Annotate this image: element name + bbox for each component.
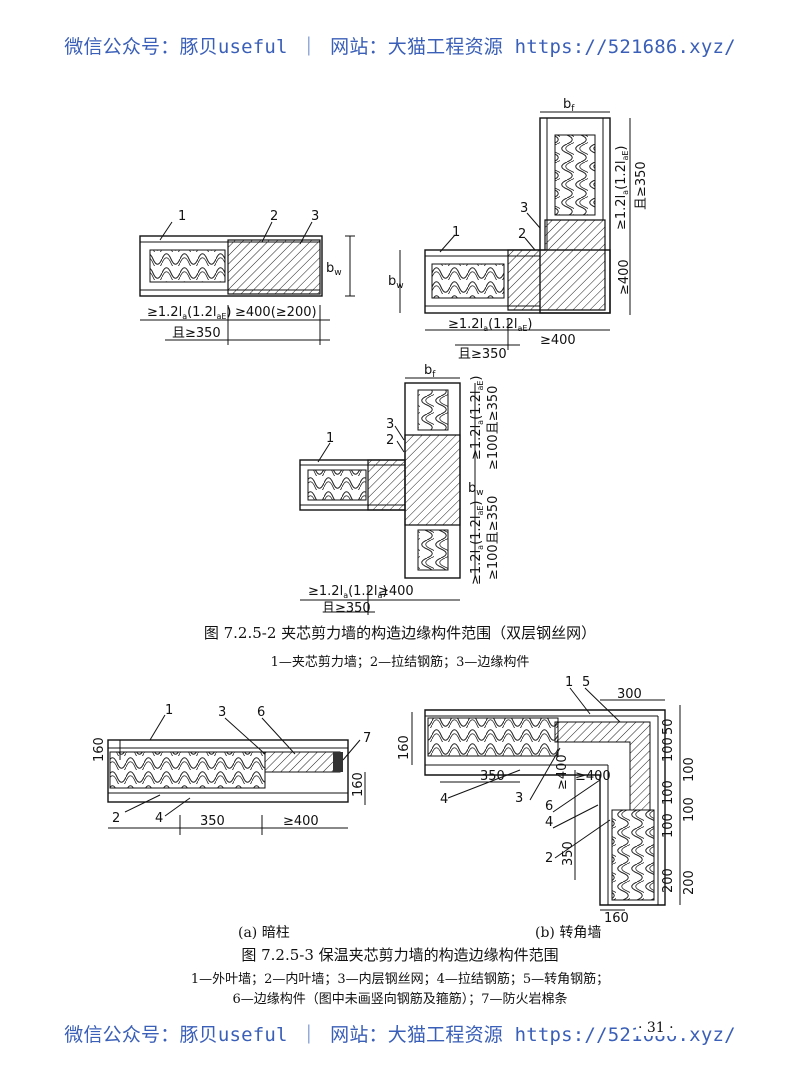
fig1b-dim-anchor: ≥1.2la(1.2laE) [448, 317, 533, 333]
fig1b-callout-2: 2 [518, 227, 526, 242]
fig2b-callout-2: 2 [545, 851, 553, 866]
fig1c-dim-bot-vert: ≥1.2la(1.2laE) [469, 501, 485, 586]
fig1b-dim-350-vert: 且≥350 [634, 161, 649, 210]
fig1-tee-drawing [299, 377, 476, 615]
watermark-top: 微信公众号：豚贝useful ｜ 网站：大猫工程资源 https://52168… [64, 36, 736, 58]
fig2b-dim-200a: 200 [682, 870, 697, 895]
fig1c-dim-bot-100: ≥100且≥350 [486, 496, 501, 580]
fig1c-dim-bf: bf [424, 363, 436, 380]
fig1a-dim-anchor: ≥1.2la(1.2laE) [147, 305, 232, 321]
fig2b-callout-6: 6 [545, 799, 553, 814]
fig1c-callout-1: 1 [326, 431, 334, 446]
fig1c-dim-anchor: ≥1.2la(1.2la) [308, 584, 387, 600]
fig2a-callout-2: 2 [112, 811, 120, 826]
fig2b-dim-160-bottom: 160 [604, 911, 629, 926]
figure2-panel-b-label: (b) 转角墙 [535, 925, 602, 941]
fig1b-dim-bf: bf [563, 97, 575, 114]
fig1c-dim-top-100: ≥100且≥350 [486, 386, 501, 470]
fig2b-dim-100c: 100 [661, 780, 676, 805]
page-number: · 31 · [636, 1020, 676, 1036]
figure2-legend-line2: 6—边缘构件（图中未画竖向钢筋及箍筋）；7—防火岩棉条 [232, 992, 568, 1007]
fig2b-dim-400a: ≥400 [555, 754, 570, 790]
fig2b-callout-4a: 4 [440, 792, 448, 807]
fig1c-dim-350: 且≥350 [322, 601, 371, 616]
fig1b-callout-3: 3 [520, 201, 528, 216]
fig2b-dim-350: 350 [480, 769, 505, 784]
fig1a-callout-2: 2 [270, 209, 278, 224]
fig2a-callout-6: 6 [257, 705, 265, 720]
fig2b-dim-400b: ≥400 [575, 769, 611, 784]
fig2b-callout-5: 5 [582, 675, 590, 690]
fig2b-dim-50: 50 [661, 718, 676, 735]
fig1a-callout-1: 1 [178, 209, 186, 224]
fig1-corner-drawing [399, 111, 631, 350]
fig2a-callout-7: 7 [363, 731, 371, 746]
fig1c-dim-bw: bw [468, 481, 484, 498]
figure2-legend-line1: 1—外叶墙；2—内叶墙；3—内层钢丝网；4—拉结钢筋；5—转角钢筋； [190, 972, 610, 987]
fig1b-callout-1: 1 [452, 225, 460, 240]
fig2b-callout-1: 1 [565, 675, 573, 690]
fig1a-dim-350: 且≥350 [172, 326, 221, 341]
figure2-caption: 图 7.2.5-3 保温夹芯剪力墙的构造边缘构件范围 [241, 946, 559, 964]
fig1b-dim-anchor-vert: ≥1.2la(1.2laE) [614, 146, 630, 231]
fig2b-corner-drawing [411, 687, 681, 911]
fig1c-callout-3: 3 [386, 417, 394, 432]
fig2a-callout-1: 1 [165, 703, 173, 718]
fig2b-dim-300: 300 [617, 687, 642, 702]
fig2b-callout-3: 3 [515, 791, 523, 806]
fig1a-callout-3: 3 [311, 209, 319, 224]
fig1b-dim-350: 且≥350 [458, 347, 507, 362]
figure1-caption: 图 7.2.5-2 夹芯剪力墙的构造边缘构件范围（双层钢丝网） [203, 624, 597, 642]
fig1b-dim-400: ≥400 [540, 333, 576, 348]
watermark-bottom: 微信公众号：豚贝useful ｜ 网站：大猫工程资源 https://52168… [64, 1024, 736, 1046]
fig2b-dim-100b: 100 [682, 757, 697, 782]
fig2a-dim-350: 350 [200, 814, 225, 829]
fig1c-callout-2: 2 [386, 433, 394, 448]
figure1-legend: 1—夹芯剪力墙；2—拉结钢筋；3—边缘构件 [270, 655, 530, 670]
fig1-wall-end-drawing [139, 221, 355, 345]
fig2a-callout-4: 4 [155, 811, 163, 826]
fig2a-column-drawing [107, 714, 366, 835]
fig2a-callout-3: 3 [218, 705, 226, 720]
fig1c-dim-400: ≥400 [378, 584, 414, 599]
fig1a-dim-400-200: ≥400(≥200) [235, 305, 317, 320]
fig2a-dim-160-right: 160 [351, 772, 366, 797]
fig1a-dim-bw: bw [326, 261, 342, 278]
figure2-panel-a-label: (a) 暗柱 [238, 925, 290, 941]
fig2b-dim-100e: 100 [661, 813, 676, 838]
fig2a-dim-400: ≥400 [283, 814, 319, 829]
fig2b-dim-160-left: 160 [397, 735, 412, 760]
fig1c-dim-top-vert: ≥1.2la(1.2laE) [469, 376, 485, 461]
fig2b-callout-4b: 4 [545, 815, 553, 830]
fig2b-dim-350-vert: 350 [561, 841, 576, 866]
fig2b-dim-100d: 100 [682, 797, 697, 822]
fig2b-dim-100a: 100 [661, 737, 676, 762]
fig2b-dim-200b: 200 [661, 868, 676, 893]
fig1b-dim-bw: bw [388, 274, 404, 291]
fig2a-dim-160-left: 160 [92, 737, 107, 762]
fig1b-dim-400-vert: ≥400 [617, 259, 632, 295]
